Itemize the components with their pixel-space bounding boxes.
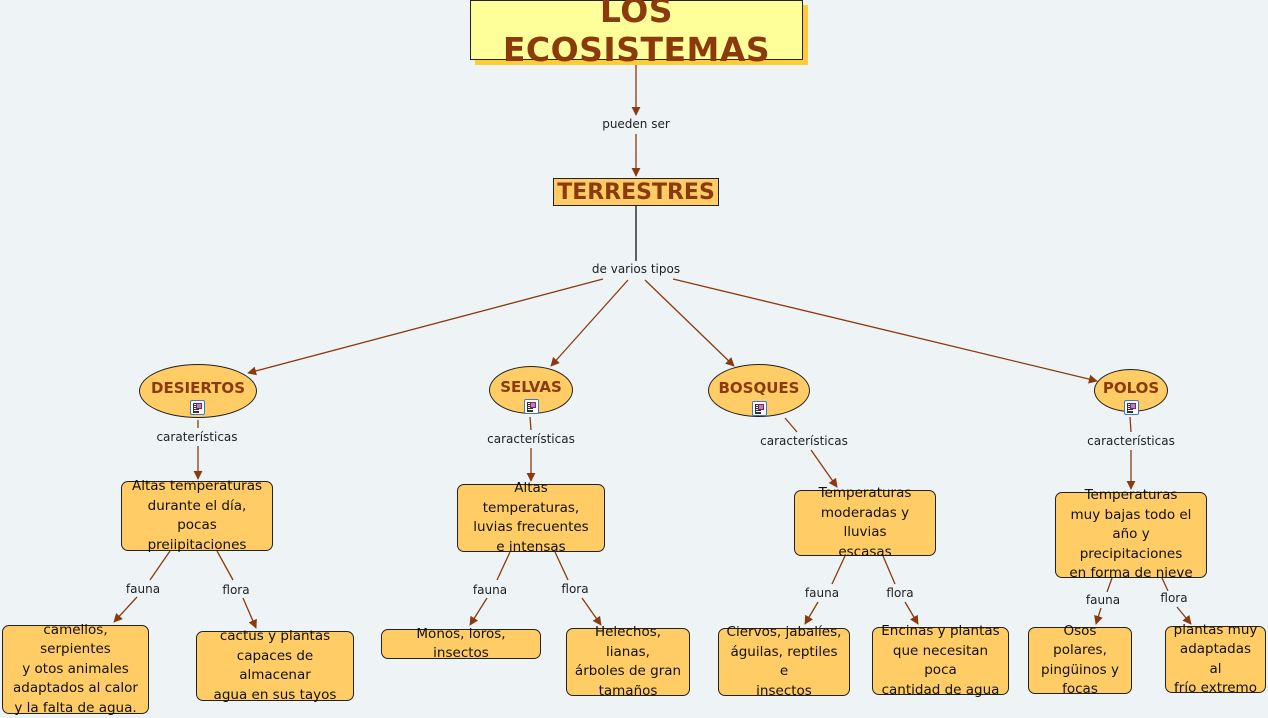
- selvas-characteristics[interactable]: Altas temperaturas, luvias frecuentes e …: [457, 480, 605, 555]
- document-resource-icon[interactable]: [752, 401, 767, 416]
- link-bosques-flora-top: [882, 555, 896, 585]
- terrestres-text: TERRESTRES: [557, 179, 715, 205]
- link-label-selvas-caracteristicas: características: [486, 432, 576, 446]
- selvas-label: SELVAS: [500, 378, 562, 396]
- selvas-flora[interactable]: Helechos, lianas, árboles de gran tamaño…: [566, 624, 690, 699]
- terrestres-concept[interactable]: TERRESTRES: [553, 178, 719, 206]
- link-bosques-fauna-top: [831, 555, 846, 585]
- document-resource-icon[interactable]: [190, 400, 205, 415]
- title-text: LOS ECOSISTEMAS: [502, 0, 771, 69]
- link-desiertos-flora: [242, 597, 257, 629]
- selvas-concept[interactable]: SELVAS: [489, 366, 573, 414]
- bosques-fauna[interactable]: Ciervos, jabalíes, águilas, reptiles e i…: [718, 624, 850, 699]
- link-label-polos-flora: flora: [1159, 591, 1189, 605]
- link-label-polos-caracteristicas: características: [1086, 434, 1176, 448]
- selvas-fauna[interactable]: Monos, loros, insectos: [381, 626, 541, 661]
- bosques-flora-text: Encinas y plantas que necesitan poca can…: [881, 623, 1000, 698]
- selvas-characteristics-text: Altas temperaturas, luvias frecuentes e …: [473, 480, 589, 555]
- link-selvas-fauna: [469, 597, 488, 626]
- link-desiertos-fauna-top: [149, 550, 171, 581]
- link-label-desiertos-caracteristicas: caraterísticas: [155, 430, 239, 444]
- polos-characteristics-text: Temperaturas muy bajas todo el año y pre…: [1069, 487, 1193, 582]
- desiertos-fauna-text: camellos, serpientes y otos animales ada…: [13, 621, 138, 716]
- desiertos-label: DESIERTOS: [151, 379, 245, 397]
- link-selvas-fauna-top: [496, 551, 511, 581]
- link-label-desiertos-flora: flora: [221, 583, 251, 597]
- document-resource-icon[interactable]: [1124, 400, 1139, 415]
- link-label-bosques-fauna: fauna: [803, 586, 841, 600]
- link-desiertos-flora-top: [216, 550, 234, 581]
- bosques-label: BOSQUES: [718, 378, 800, 397]
- desiertos-fauna[interactable]: camellos, serpientes y otos animales ada…: [2, 622, 149, 716]
- link-types-selvas: [550, 279, 629, 367]
- polos-characteristics[interactable]: Temperaturas muy bajas todo el año y pre…: [1055, 487, 1207, 581]
- link-label-de-varios-tipos: de varios tipos: [590, 262, 682, 276]
- desiertos-flora-text: cactus y plantas capaces de almacenar ag…: [213, 628, 337, 703]
- desiertos-characteristics[interactable]: Altas temperaturas durante el día, pocas…: [121, 478, 273, 553]
- polos-fauna-text: Osos polares, pingüinos y focas: [1041, 622, 1119, 698]
- link-bosques-char-top: [784, 417, 798, 433]
- link-desiertos-fauna: [113, 596, 138, 623]
- link-types-desiertos: [247, 278, 604, 376]
- link-label-desiertos-fauna: fauna: [124, 582, 162, 596]
- polos-label: POLOS: [1102, 378, 1160, 397]
- link-label-polos-fauna: fauna: [1084, 593, 1122, 607]
- link-polos-flora: [1176, 606, 1192, 625]
- selvas-flora-text: Helechos, lianas, árboles de gran tamaño…: [574, 624, 682, 699]
- desiertos-concept[interactable]: DESIERTOS: [139, 364, 257, 418]
- document-resource-icon[interactable]: [524, 399, 539, 414]
- link-types-bosques: [644, 279, 735, 367]
- link-polos-char-top: [1129, 416, 1132, 433]
- desiertos-flora[interactable]: cactus y plantas capaces de almacenar ag…: [196, 628, 354, 703]
- link-bosques-flora: [904, 601, 919, 625]
- link-polos-fauna: [1094, 607, 1103, 625]
- desiertos-characteristics-text: Altas temperaturas durante el día, pocas…: [131, 478, 263, 553]
- link-selvas-char-top: [529, 416, 532, 431]
- link-polos-fauna-top: [1106, 577, 1113, 593]
- bosques-flora[interactable]: Encinas y plantas que necesitan poca can…: [872, 623, 1009, 698]
- link-bosques-fauna: [804, 601, 819, 625]
- link-label-bosques-flora: flora: [885, 586, 915, 600]
- polos-flora[interactable]: plantas muy adaptadas al frío extremo: [1165, 622, 1266, 696]
- link-label-selvas-fauna: fauna: [471, 583, 509, 597]
- link-types-polos: [672, 278, 1098, 384]
- link-label-pueden-ser: pueden ser: [601, 117, 671, 131]
- bosques-characteristics-text: Temperaturas moderadas y lluvias escasas: [818, 485, 912, 560]
- polos-concept[interactable]: POLOS: [1094, 369, 1168, 415]
- bosques-concept[interactable]: BOSQUES: [708, 364, 810, 417]
- polos-fauna[interactable]: Osos polares, pingüinos y focas: [1028, 623, 1132, 697]
- bosques-fauna-text: Ciervos, jabalíes, águilas, reptiles e i…: [726, 624, 842, 699]
- polos-flora-text: plantas muy adaptadas al frío extremo: [1173, 621, 1258, 697]
- title-concept[interactable]: LOS ECOSISTEMAS: [470, 0, 803, 69]
- selvas-fauna-text: Monos, loros, insectos: [416, 625, 506, 662]
- link-label-selvas-flora: flora: [560, 582, 590, 596]
- link-selvas-flora-top: [554, 551, 569, 581]
- link-label-bosques-caracteristicas: características: [759, 434, 849, 448]
- bosques-characteristics[interactable]: Temperaturas moderadas y lluvias escasas: [794, 485, 936, 560]
- link-selvas-flora: [581, 597, 602, 626]
- link-bosques-char: [810, 449, 838, 488]
- link-polos-flora-top: [1161, 577, 1169, 592]
